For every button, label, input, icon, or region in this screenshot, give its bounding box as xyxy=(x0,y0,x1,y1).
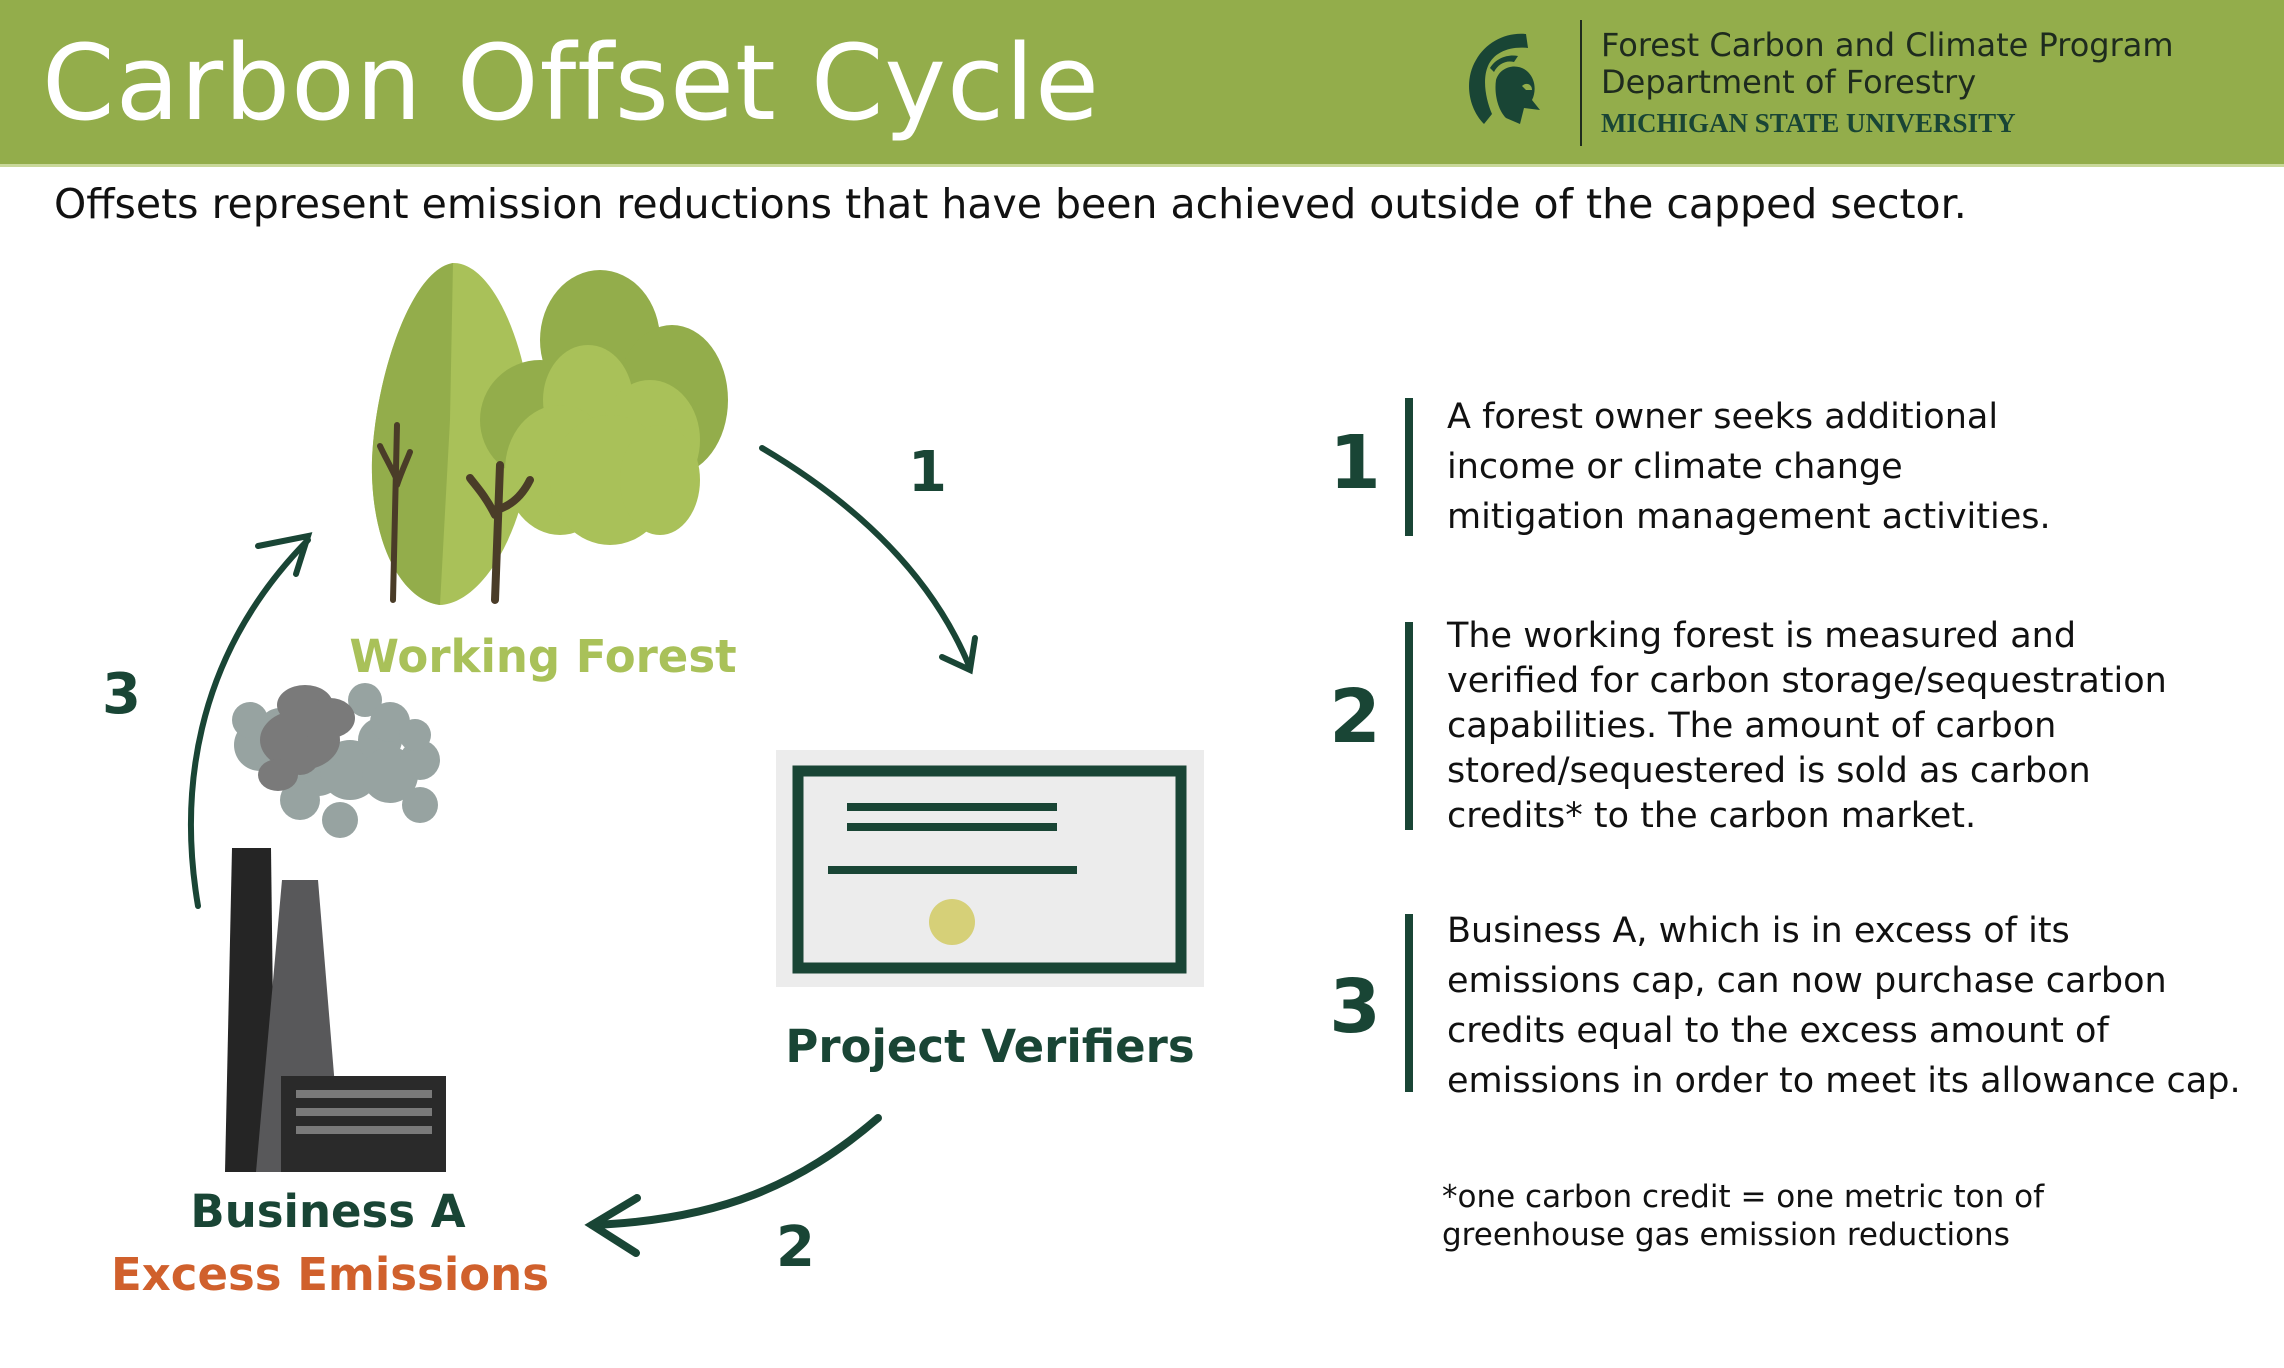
department-name: Department of Forestry xyxy=(1601,63,1977,101)
step-line: stored/sequestered is sold as carbon xyxy=(1447,751,2091,791)
step-line: Business A, which is in excess of its xyxy=(1447,911,2070,951)
university-name: MICHIGAN STATE UNIVERSITY xyxy=(1601,108,2016,138)
footnote: *one carbon credit = one metric ton of g… xyxy=(1442,1178,2044,1254)
step-item: 2 The working forest is measured and ver… xyxy=(1320,616,2280,836)
step-line: credits* to the carbon market. xyxy=(1447,796,1977,836)
step-line: credits equal to the excess amount of xyxy=(1447,1011,2109,1051)
step-line: mitigation management activities. xyxy=(1447,497,2051,537)
node-label-project-verifiers: Project Verifiers xyxy=(785,1020,1195,1073)
subtitle: Offsets represent emission reductions th… xyxy=(54,180,1967,228)
spartan-helmet-icon xyxy=(1469,33,1540,124)
factory-windows xyxy=(296,1090,432,1134)
footnote-line: greenhouse gas emission reductions xyxy=(1442,1217,2010,1253)
arrow-label-1: 1 xyxy=(908,440,947,505)
step-line: emissions in order to meet its allowance… xyxy=(1447,1061,2241,1101)
step-divider xyxy=(1405,398,1413,536)
step-line: capabilities. The amount of carbon xyxy=(1447,706,2057,746)
step-number: 1 xyxy=(1329,420,1381,506)
step-description: Business A, which is in excess of its em… xyxy=(1447,906,2241,1106)
step-number: 3 xyxy=(1329,964,1381,1050)
header-divider xyxy=(0,164,2284,167)
node-label-working-forest: Working Forest xyxy=(349,630,737,683)
page-title: Carbon Offset Cycle xyxy=(42,22,1101,144)
arrow-3-icon xyxy=(187,532,313,909)
step-divider xyxy=(1405,914,1413,1092)
step-line: income or climate change xyxy=(1447,447,1903,487)
footnote-line: *one carbon credit = one metric ton of xyxy=(1442,1179,2045,1215)
step-number: 2 xyxy=(1329,674,1381,760)
header-banner xyxy=(0,0,2284,164)
step-description: A forest owner seeks additional income o… xyxy=(1447,392,2051,542)
step-item: 1 A forest owner seeks additional income… xyxy=(1320,397,2280,538)
logo-divider xyxy=(1580,20,1582,146)
trees-icon xyxy=(371,262,728,605)
step-description: The working forest is measured and verif… xyxy=(1447,614,2167,839)
step-line: A forest owner seeks additional xyxy=(1447,397,1999,437)
factory-icon xyxy=(225,683,446,1172)
certificate-icon xyxy=(776,750,1204,987)
arrow-label-3: 3 xyxy=(102,662,141,727)
node-label-business-a: Business A xyxy=(190,1185,466,1238)
step-line: emissions cap, can now purchase carbon xyxy=(1447,961,2167,1001)
step-line: verified for carbon storage/sequestratio… xyxy=(1447,661,2167,701)
arrow-1-icon xyxy=(759,445,978,675)
node-sublabel-excess-emissions: Excess Emissions xyxy=(111,1248,549,1301)
step-divider xyxy=(1405,622,1413,830)
step-item: 3 Business A, which is in excess of its … xyxy=(1320,911,2280,1101)
arrow-2-icon xyxy=(584,1114,882,1257)
step-line: The working forest is measured and xyxy=(1447,616,2077,656)
program-name: Forest Carbon and Climate Program xyxy=(1601,26,2174,64)
arrow-label-2: 2 xyxy=(776,1215,815,1280)
